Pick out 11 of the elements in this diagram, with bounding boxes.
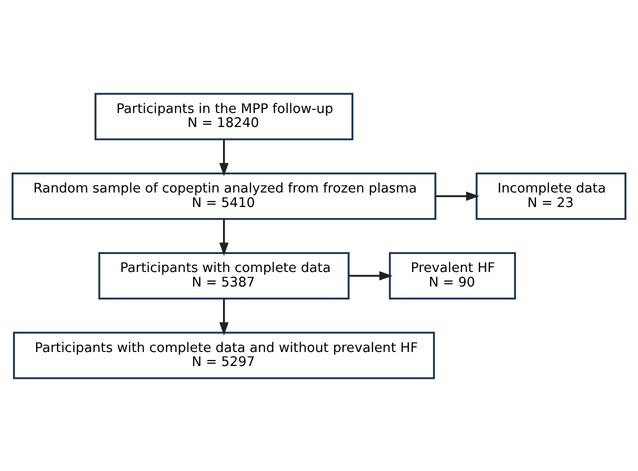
arrow bbox=[219, 218, 229, 256]
node-box: Participants with complete data N = 5387 bbox=[98, 252, 350, 300]
node-box: Random sample of copeptin analyzed from frozen plasma N = 5410 bbox=[12, 172, 436, 220]
arrow bbox=[435, 191, 480, 200]
node-box: Participants with complete data and without prevalent HF N = 5297 bbox=[13, 331, 435, 379]
arrow bbox=[348, 270, 393, 280]
arrow bbox=[219, 139, 229, 176]
node-box: Prevalent HF N = 90 bbox=[388, 252, 516, 300]
node-box: Incomplete data N = 23 bbox=[476, 172, 626, 220]
node-box: Participants in the MPP follow-up N = 18240 bbox=[94, 92, 354, 140]
arrow bbox=[219, 298, 229, 336]
